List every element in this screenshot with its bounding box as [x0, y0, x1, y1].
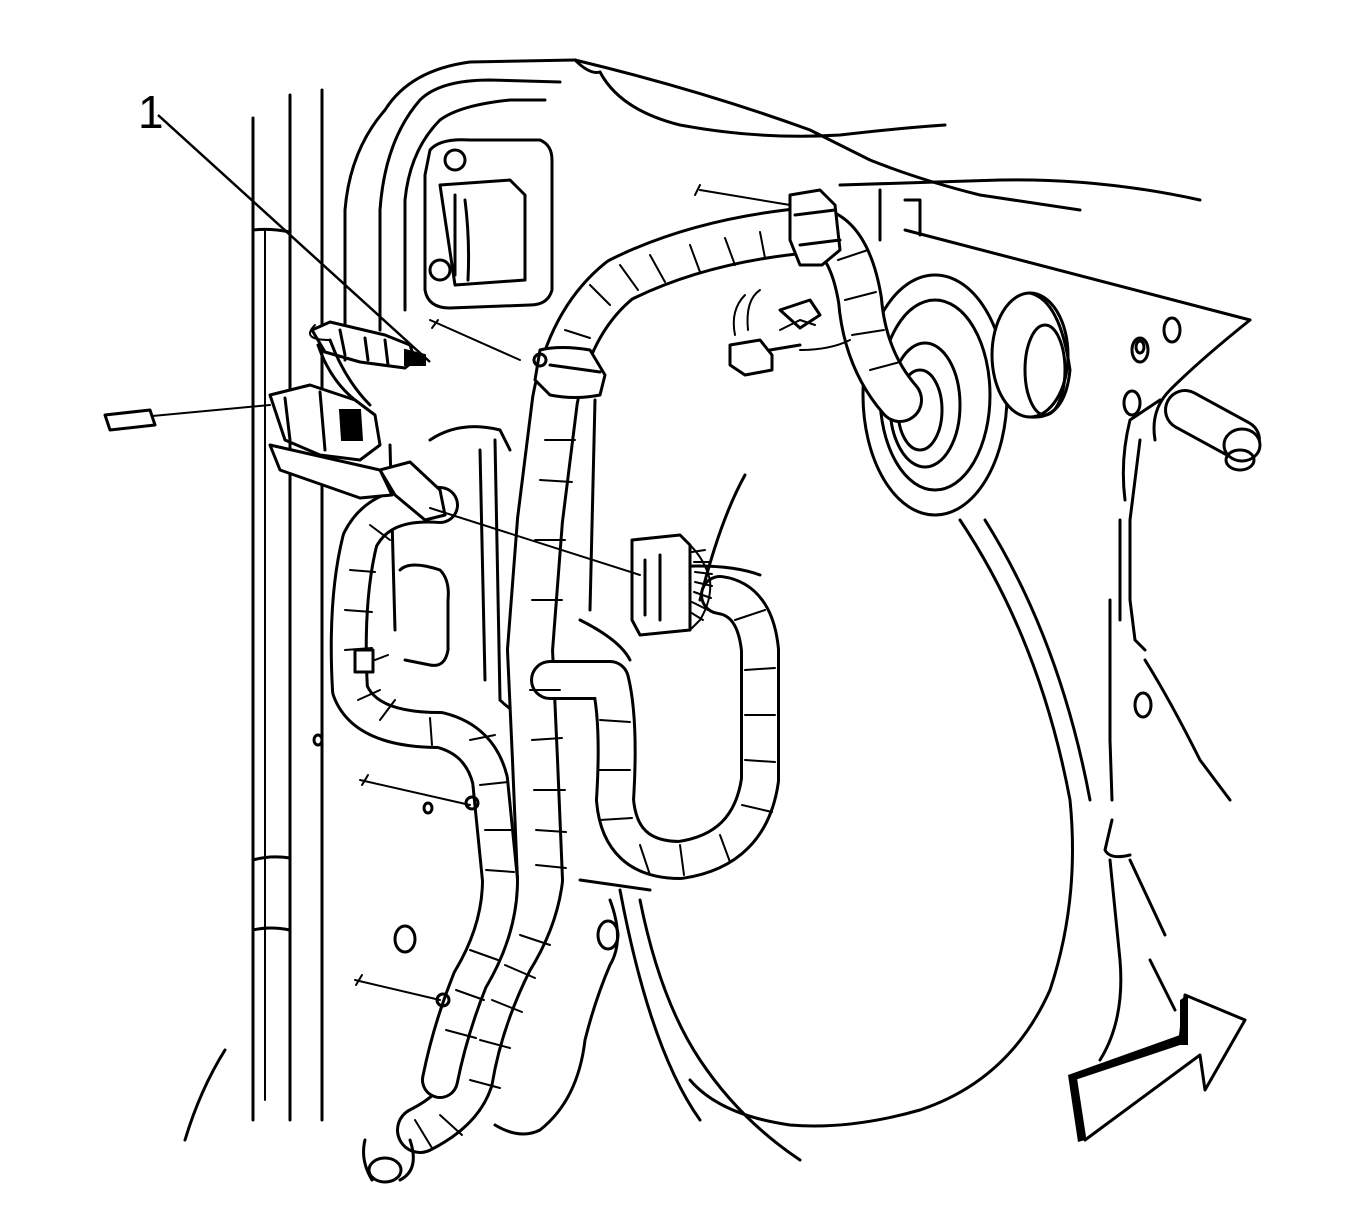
- callout-number: 1: [138, 86, 164, 138]
- panel-holes: [312, 316, 1182, 954]
- tape-bands: [344, 231, 901, 1149]
- callout-1: 1: [138, 86, 431, 363]
- front-direction-arrow-icon: [1068, 993, 1247, 1142]
- main-wiring-harness: [329, 206, 1262, 1184]
- harness-clips: [533, 188, 851, 637]
- push-pin-indicators: [353, 184, 791, 1008]
- lock-switch-assembly: [103, 320, 447, 522]
- window-frame: [343, 58, 947, 362]
- door-pillar: [183, 88, 324, 1142]
- upper-bracket: [423, 138, 554, 310]
